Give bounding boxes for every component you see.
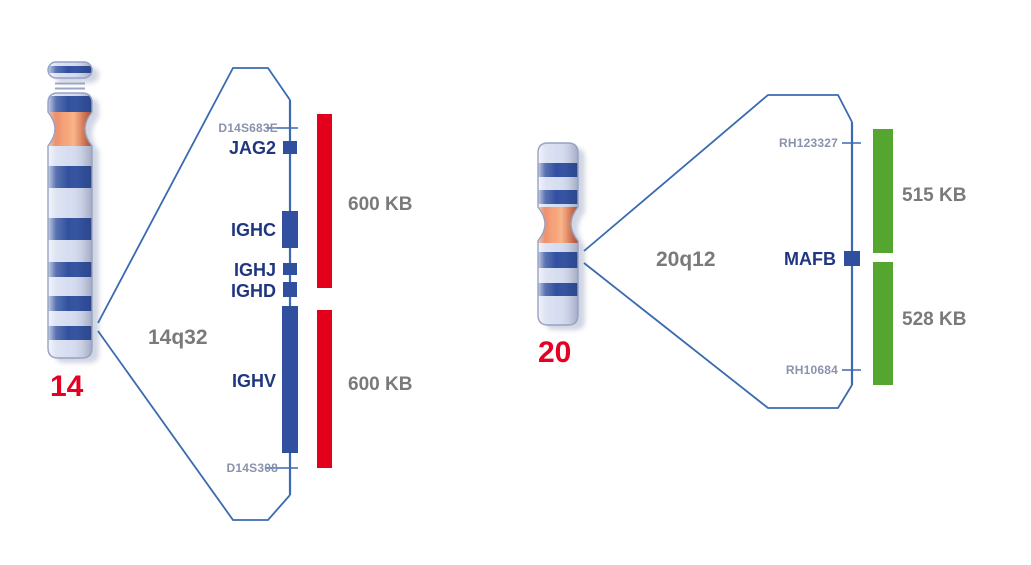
chr20-segment-top-size: 515 KB (902, 185, 967, 206)
chr14-segment-bar-bottom (317, 310, 332, 468)
chr14-segment-bar-top (317, 114, 332, 288)
chr14-zoom-lines (97, 67, 291, 521)
gene-ighd-label: IGHD (231, 281, 276, 301)
marker-rh123327-label: RH123327 (779, 136, 838, 150)
ighj-locus-box (283, 263, 297, 275)
chr20-locus-label: 20q12 (656, 248, 716, 271)
gene-ighc-label: IGHC (231, 220, 276, 240)
ighc-locus-box (282, 211, 298, 248)
cap-shading (48, 62, 92, 78)
chr20-segment-bar-bottom (873, 262, 893, 385)
ighv-locus-box (282, 306, 298, 453)
chr14-segment-bottom-size: 600 KB (348, 374, 413, 395)
chr20-fan-bottom (583, 262, 853, 409)
chr20-fan-top (583, 94, 853, 252)
chromosome-14-stalk (55, 82, 85, 90)
chr20-segment-bottom-size: 528 KB (902, 309, 967, 330)
marker-d14s683e-label: D14S683E (218, 121, 278, 135)
chr14-outline (47, 92, 93, 359)
jag2-locus-box (283, 141, 297, 154)
marker-d14s308-label: D14S308 (226, 461, 278, 475)
chromosome-20-ideogram (537, 142, 579, 326)
cap-outline (47, 61, 93, 79)
chromosome-14-satellite (47, 61, 93, 79)
chr20-segment-bar-top (873, 129, 893, 253)
chr20-shading (538, 143, 578, 325)
chr14-fan-bottom (97, 330, 291, 521)
gene-jag2-label: JAG2 (228, 138, 276, 158)
marker-rh10684-label: RH10684 (785, 363, 838, 377)
chr14-fan-top (97, 67, 291, 324)
chr14-number-label: 14 (50, 370, 84, 403)
chr20-outline (537, 142, 579, 326)
chromosome-14-ideogram (47, 92, 93, 359)
gene-ighj-label: IGHJ (233, 260, 276, 280)
mafb-locus-box (844, 251, 860, 266)
gene-mafb-label: MAFB (784, 249, 836, 269)
chr20-number-label: 20 (538, 336, 572, 369)
gene-ighv-label: IGHV (231, 371, 276, 391)
ighd-locus-box (283, 282, 297, 297)
chr14-locus-label: 14q32 (148, 326, 208, 349)
chr14-segment-top-size: 600 KB (348, 194, 413, 215)
chr20-zoom-lines (583, 94, 853, 409)
chr14-shading (48, 93, 92, 358)
